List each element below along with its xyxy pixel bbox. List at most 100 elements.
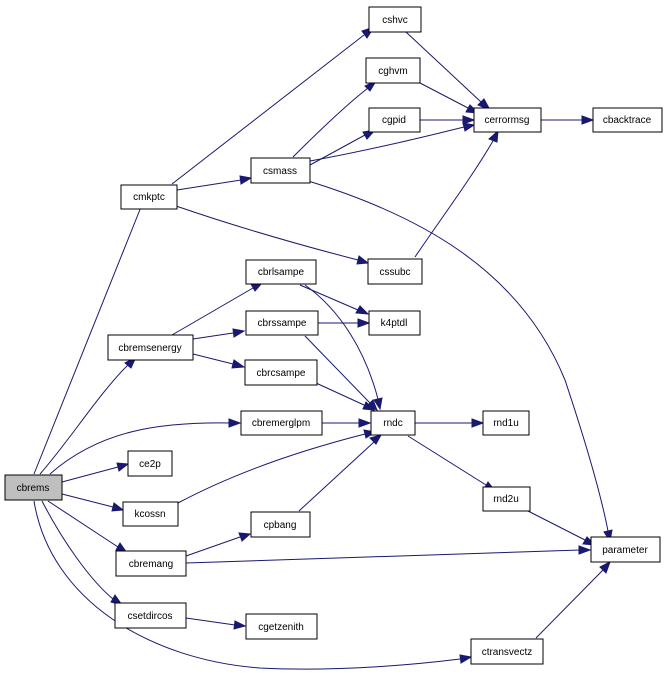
node-kcossn[interactable]: kcossn (122, 501, 179, 527)
node-cssubc[interactable]: cssubc (367, 258, 423, 285)
arrowhead (459, 654, 473, 664)
edge-csmass-cgpid (309, 134, 366, 166)
arrowhead (471, 418, 485, 428)
edge-cbremsenergy-cbrssampe (192, 332, 234, 340)
node-label: ce2p (139, 459, 161, 470)
node-label: rndc (383, 418, 402, 429)
node-csmass[interactable]: csmass (250, 157, 311, 184)
node-cbrems[interactable]: cbrems (4, 474, 63, 501)
edge-cbremang-parameter (185, 549, 581, 564)
node-cshvc[interactable]: cshvc (368, 6, 422, 33)
arrowhead (362, 401, 376, 411)
node-label: cbacktrace (603, 115, 652, 126)
arrowhead (116, 462, 130, 472)
node-cbacktrace[interactable]: cbacktrace (592, 107, 663, 133)
edge-cghvm-cerrormsg (419, 82, 469, 109)
node-label: cmkptc (133, 192, 165, 203)
node-label: cbrems (17, 483, 50, 494)
edge-csetdircos-cgetzenith (185, 617, 236, 626)
node-parameter[interactable]: parameter (590, 536, 661, 563)
node-csetdircos[interactable]: csetdircos (114, 602, 187, 629)
arrowhead (358, 418, 372, 428)
node-cbrcsampe[interactable]: cbrcsampe (244, 359, 318, 386)
edge-cbrems-ce2p (61, 466, 119, 483)
node-cmkptc[interactable]: cmkptc (120, 184, 178, 210)
node-label: cbrlsampe (258, 267, 305, 278)
edge-cbrems-cbremang (47, 500, 119, 548)
node-ctransvectz[interactable]: ctransvectz (470, 638, 544, 665)
node-cpbang[interactable]: cpbang (250, 511, 311, 538)
edge-csmass-cghvm (292, 87, 369, 158)
edge-cbrcsampe-rndc (315, 382, 365, 406)
arrowhead (578, 545, 592, 555)
node-label: cshvc (382, 15, 408, 26)
node-rnd1u[interactable]: rnd1u (482, 410, 530, 436)
call-edges (33, 31, 609, 670)
node-label: cpbang (264, 520, 297, 531)
edge-cbrems-kcossn (61, 493, 114, 508)
node-cbremsenergy[interactable]: cbremsenergy (107, 334, 194, 361)
node-label: kcossn (134, 509, 165, 520)
edge-cmkptc-cshvc (171, 34, 365, 185)
edge-rndc-rnd2u (407, 435, 487, 486)
node-label: cssubc (379, 267, 410, 278)
edge-cbrlsampe-rndc (304, 284, 379, 400)
arrowhead (231, 359, 246, 369)
node-label: cghvm (378, 66, 407, 77)
node-rndc[interactable]: rndc (370, 410, 416, 436)
node-cgetzenith[interactable]: cgetzenith (245, 613, 318, 640)
edge-cbrems-cbremerglpm (49, 422, 231, 475)
arrowhead (462, 115, 476, 125)
node-label: rnd1u (493, 418, 519, 429)
node-cghvm[interactable]: cghvm (365, 57, 421, 84)
edge-cbrems-ctransvectz (33, 500, 461, 670)
arrowhead (581, 115, 595, 125)
arrowhead (599, 560, 611, 574)
node-rnd2u[interactable]: rnd2u (482, 486, 531, 512)
edge-cbremsenergy-cbrcsampe (192, 353, 234, 365)
function-nodes: cbrems cmkptc cshvc cghvm cgpid csmass c… (4, 6, 663, 665)
node-label: rnd2u (493, 494, 519, 505)
node-label: cbremsenergy (118, 343, 181, 354)
node-label: cgpid (382, 115, 406, 126)
node-label: cbrcsampe (257, 368, 306, 379)
node-cgpid[interactable]: cgpid (368, 107, 421, 133)
arrowhead (355, 305, 370, 315)
node-label: cbremang (129, 559, 173, 570)
arrowhead (111, 502, 125, 512)
edge-cbrlsampe-k4ptdl (299, 284, 359, 311)
arrowhead (233, 620, 247, 630)
edge-cpbang-rndc (298, 441, 375, 512)
edge-cbremang-cpbang (185, 536, 241, 557)
edge-cssubc-cerrormsg (414, 140, 494, 258)
node-cbremerglpm[interactable]: cbremerglpm (240, 410, 323, 436)
edge-kcossn-rndc (177, 433, 366, 504)
edge-rnd2u-parameter (527, 510, 586, 541)
edge-csmass-parameter (304, 179, 609, 532)
edge-csmass-cerrormsg (309, 126, 465, 162)
edge-cshvc-cerrormsg (405, 31, 482, 103)
node-k4ptdl[interactable]: k4ptdl (368, 310, 421, 336)
node-cbrssampe[interactable]: cbrssampe (245, 310, 319, 336)
node-label: parameter (602, 545, 648, 556)
edge-ctransvectz-parameter (535, 569, 604, 639)
node-cbrlsampe[interactable]: cbrlsampe (245, 259, 317, 285)
node-label: csetdircos (127, 611, 172, 622)
edge-cbrems-cmkptc (33, 201, 144, 475)
node-ce2p[interactable]: ce2p (127, 450, 173, 477)
node-label: ctransvectz (482, 647, 533, 658)
edge-cbrems-csetdircos (41, 500, 114, 600)
arrowhead (462, 122, 476, 132)
arrowhead (228, 418, 242, 428)
arrowhead (357, 318, 371, 328)
node-cbremang[interactable]: cbremang (115, 550, 187, 577)
arrowhead (232, 328, 246, 338)
node-label: k4ptdl (381, 318, 408, 329)
arrowhead (488, 129, 499, 143)
edge-cbrems-cbremsenergy (39, 363, 130, 475)
node-label: cbremerglpm (252, 418, 310, 429)
edge-cmkptc-cssubc (175, 205, 359, 261)
node-cerrormsg[interactable]: cerrormsg (473, 107, 542, 133)
edge-cbremsenergy-cbrlsampe (171, 287, 254, 336)
arrowhead (369, 434, 383, 445)
